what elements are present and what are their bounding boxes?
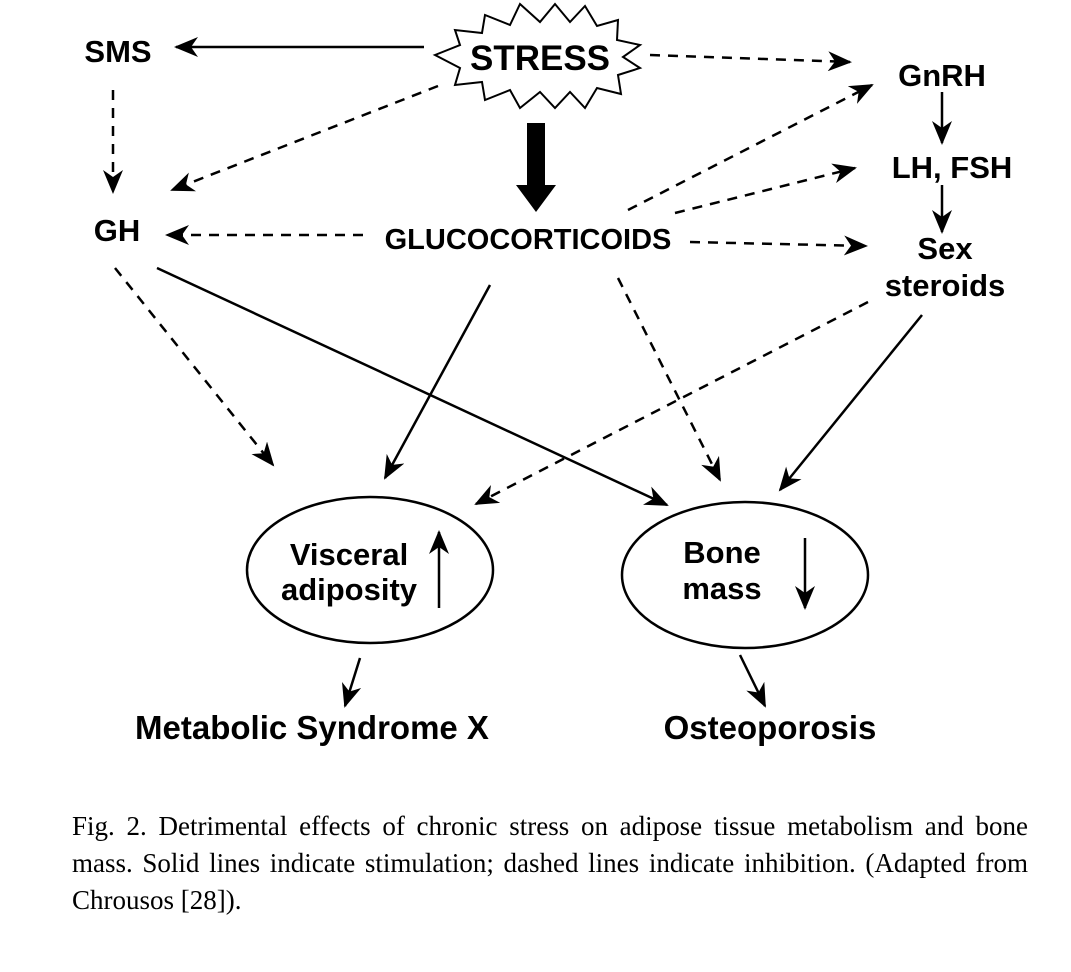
arrow-glucocorticoids-to-visceral xyxy=(383,284,492,480)
stress-label: STRESS xyxy=(470,39,610,78)
arrow-bone-to-osteoporosis xyxy=(738,654,767,708)
bone-mass-ellipse xyxy=(620,500,870,650)
arrow-stress-to-gnrh xyxy=(649,51,852,72)
big-down-arrow xyxy=(516,123,556,212)
gh-label: GH xyxy=(94,213,141,248)
stress-starburst xyxy=(432,2,643,110)
sex-steroids-label-line2: steroids xyxy=(885,268,1006,303)
lh-fsh-label: LH, FSH xyxy=(892,150,1013,185)
bone-label-line2: mass xyxy=(682,571,761,606)
bone-label-line1: Bone xyxy=(683,535,761,570)
arrow-glucocorticoids-to-bone xyxy=(616,277,722,482)
arrow-glucocorticoids-to-sex-steroids xyxy=(689,235,868,256)
visceral-label-line1: Visceral xyxy=(290,537,408,572)
glucocorticoids-label: GLUCOCORTICOIDS xyxy=(385,224,672,256)
metabolic-syndrome-label: Metabolic Syndrome X xyxy=(135,709,489,746)
gnrh-label: GnRH xyxy=(898,58,986,93)
osteoporosis-label: Osteoporosis xyxy=(664,709,877,746)
stress-pathway-diagram: STRESS SMS GnRH GH LH, FSH GLUCOCORTICOI… xyxy=(84,2,1013,746)
arrow-sex-steroids-to-bone xyxy=(778,314,923,492)
arrow-sex-steroids-to-visceral xyxy=(474,300,869,506)
arrow-visceral-to-metabolic xyxy=(342,657,362,708)
arrow-glucocorticoids-to-lh-fsh xyxy=(674,163,857,215)
visceral-label-line2: adiposity xyxy=(281,572,418,607)
arrow-glucocorticoids-to-gnrh xyxy=(627,83,874,212)
sms-label: SMS xyxy=(84,34,151,69)
arrow-gh-to-visceral xyxy=(114,267,275,467)
arrow-gh-to-bone xyxy=(156,266,669,507)
figure-caption: Fig. 2. Detrimental effects of chronic s… xyxy=(72,811,1028,915)
arrow-stress-to-gh xyxy=(170,84,439,192)
sex-steroids-label-line1: Sex xyxy=(917,231,973,266)
